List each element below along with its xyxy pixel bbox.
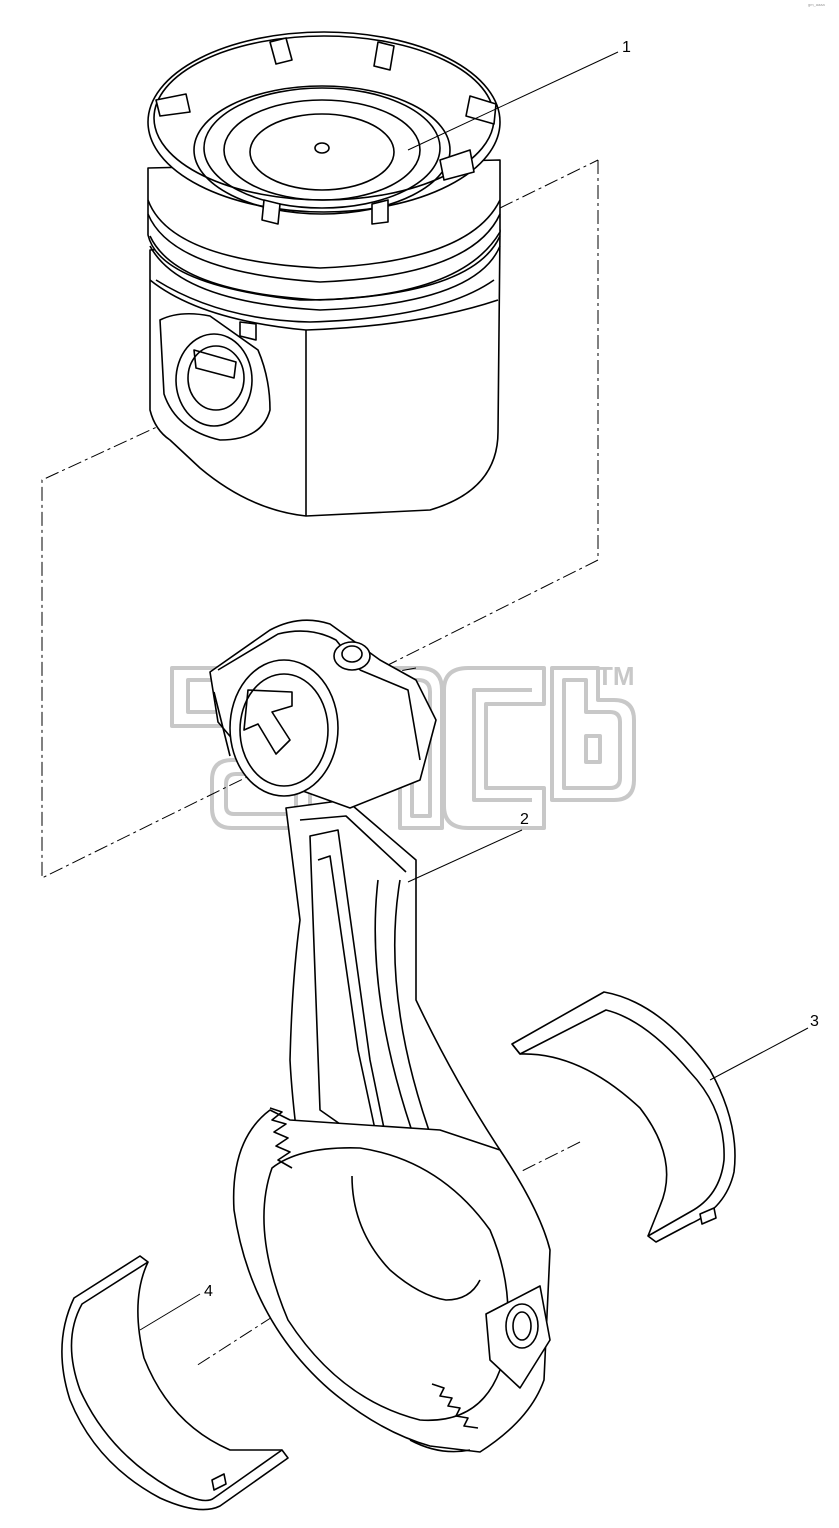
upper-bearing-shell — [511, 991, 736, 1243]
callout-connecting-rod: 2 — [520, 811, 529, 828]
trademark-symbol: TM — [597, 661, 635, 691]
callout-lower-bearing-shell: 4 — [204, 1283, 213, 1300]
piston — [147, 31, 501, 517]
callout-piston: 1 — [622, 39, 631, 56]
lower-bearing-shell — [61, 1255, 289, 1511]
connecting-rod — [209, 619, 551, 1453]
corner-code: gm_aaaa — [808, 2, 825, 7]
leader-lines — [139, 51, 809, 1331]
callout-upper-bearing-shell: 3 — [810, 1013, 819, 1030]
